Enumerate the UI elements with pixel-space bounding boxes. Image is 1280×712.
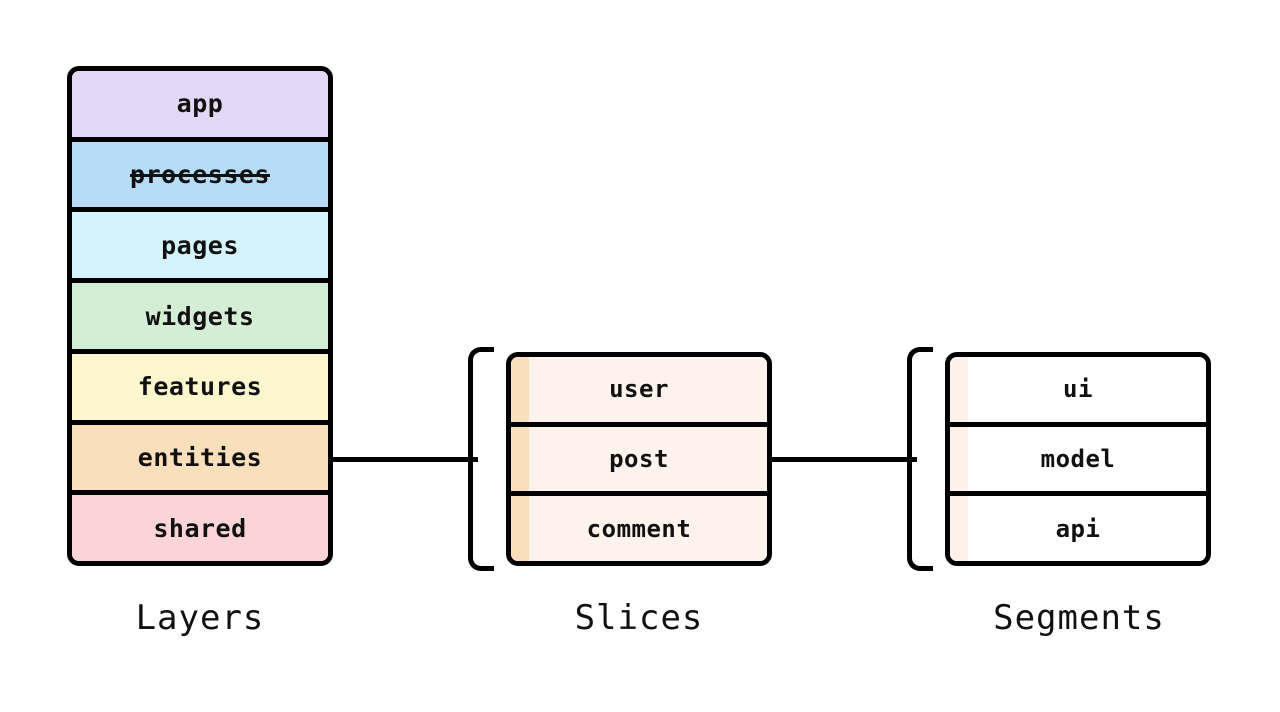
layer-label-entities: entities — [137, 442, 263, 472]
caption-slices: Slices — [574, 598, 704, 638]
layer-row-entities[interactable]: entities — [72, 424, 328, 496]
layer-label-app: app — [176, 89, 224, 119]
caption-segments: Segments — [993, 598, 1165, 638]
layer-label-features: features — [137, 372, 263, 402]
segment-stripe — [950, 426, 968, 492]
segment-label-api: api — [1055, 514, 1101, 543]
slice-stripe — [511, 496, 529, 561]
layer-label-widgets: widgets — [145, 301, 255, 331]
layer-row-shared[interactable]: shared — [72, 495, 328, 561]
connector-layers-to-slices — [331, 457, 478, 462]
segment-stripe — [950, 357, 968, 422]
layer-row-processes[interactable]: processes — [72, 141, 328, 213]
bracket-segments — [907, 347, 933, 571]
slice-label-comment: comment — [586, 514, 692, 543]
layer-label-shared: shared — [153, 513, 247, 543]
segments-stack: ui model api — [945, 352, 1211, 566]
segment-row-model[interactable]: model — [950, 426, 1206, 497]
layers-stack: app processes pages widgets features ent… — [67, 66, 333, 566]
segment-label-model: model — [1040, 445, 1116, 473]
layer-row-app[interactable]: app — [72, 71, 328, 142]
layer-label-processes: processes — [130, 160, 270, 190]
slice-row-user[interactable]: user — [511, 357, 767, 427]
segment-row-api[interactable]: api — [950, 496, 1206, 561]
caption-layers: Layers — [135, 598, 265, 638]
layer-row-pages[interactable]: pages — [72, 212, 328, 284]
layer-label-pages: pages — [161, 230, 239, 260]
connector-slices-to-segments — [770, 457, 917, 462]
slice-label-user: user — [609, 375, 669, 404]
bracket-slices — [468, 347, 494, 571]
slice-label-post: post — [609, 445, 669, 473]
slice-stripe — [511, 426, 529, 492]
segment-stripe — [950, 496, 968, 561]
slice-row-comment[interactable]: comment — [511, 496, 767, 561]
slice-stripe — [511, 357, 529, 422]
slices-stack: user post comment — [506, 352, 772, 566]
layer-row-widgets[interactable]: widgets — [72, 283, 328, 354]
segment-label-ui: ui — [1063, 375, 1093, 404]
slice-row-post[interactable]: post — [511, 426, 767, 497]
segment-row-ui[interactable]: ui — [950, 357, 1206, 427]
layer-row-features[interactable]: features — [72, 353, 328, 425]
